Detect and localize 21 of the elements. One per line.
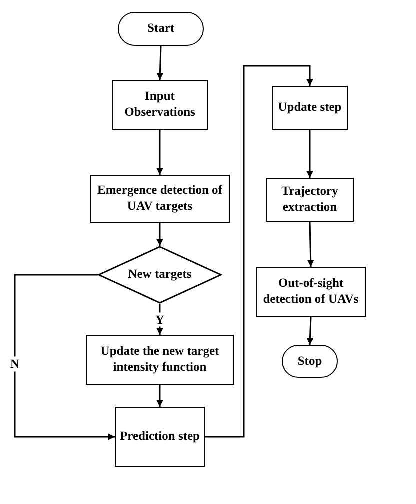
process-box: Update the new target intensity function	[86, 335, 234, 385]
arrow	[14, 274, 115, 440]
decision-diamond: New targets	[98, 246, 222, 304]
terminal-box: Start	[118, 12, 204, 46]
edge-label: N	[9, 356, 21, 372]
arrow	[156, 130, 164, 175]
arrow	[306, 316, 314, 346]
process-box: Prediction step	[115, 407, 205, 467]
arrow	[156, 223, 164, 246]
arrow	[156, 385, 164, 407]
arrow	[205, 65, 314, 438]
edge-label: Y	[154, 312, 166, 327]
arrow	[306, 130, 314, 178]
process-box: Update step	[272, 86, 348, 130]
arrow	[307, 222, 314, 268]
process-box: Trajectory extraction	[266, 178, 354, 222]
arrow	[156, 46, 164, 80]
process-box: Out-of-sight detection of UAVs	[256, 267, 366, 317]
process-box: Emergence detection of UAV targets	[90, 175, 230, 223]
terminal-box: Stop	[282, 345, 338, 378]
process-box: Input Observations	[112, 80, 208, 130]
